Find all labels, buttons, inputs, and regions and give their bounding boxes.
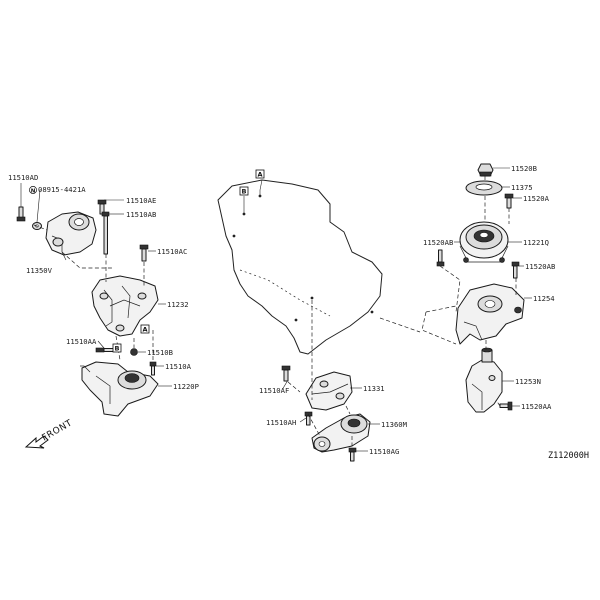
mount-11360M bbox=[311, 413, 371, 453]
nut-11520B bbox=[477, 163, 494, 177]
label-11520AB-right: 11520AB bbox=[525, 262, 555, 271]
center-engine-assembly bbox=[217, 179, 421, 462]
engine-block-outline bbox=[217, 179, 383, 355]
label-11510A: 11510A bbox=[165, 362, 192, 371]
washer-11375 bbox=[465, 180, 503, 196]
bolt-11520AB-right bbox=[511, 261, 520, 279]
label-08915-4421A: 08915-4421A bbox=[38, 185, 86, 194]
label-11510AC: 11510AC bbox=[157, 247, 187, 256]
label-11254: 11254 bbox=[533, 294, 555, 303]
n-circle-symbol: N bbox=[29, 186, 37, 195]
svg-text:A: A bbox=[257, 171, 262, 179]
bolt-11510AB bbox=[101, 211, 110, 255]
label-11510AD: 11510AD bbox=[8, 173, 38, 182]
bolt-11510AG bbox=[348, 447, 357, 462]
bolt-11520AB-left bbox=[436, 249, 445, 267]
label-11520B: 11520B bbox=[511, 164, 537, 173]
bolt-11510A bbox=[149, 361, 157, 376]
right-mount-assembly bbox=[421, 163, 532, 413]
ref-box-a-engine: A bbox=[255, 169, 265, 179]
label-11520AA: 11520AA bbox=[521, 402, 552, 411]
label-11375: 11375 bbox=[511, 183, 533, 192]
insulator-11221Q bbox=[459, 221, 509, 263]
label-11520A: 11520A bbox=[523, 194, 550, 203]
bolt-11510AD bbox=[16, 206, 26, 222]
label-11221Q: 11221Q bbox=[523, 238, 549, 247]
svg-text:B: B bbox=[115, 345, 120, 353]
diagram-code: Z112000H bbox=[548, 451, 589, 461]
bolt-11510AH bbox=[304, 411, 313, 426]
label-11350V: 11350V bbox=[26, 266, 53, 275]
label-11220P: 11220P bbox=[173, 382, 199, 391]
ref-box-a-left: A bbox=[140, 324, 150, 334]
label-11510AE: 11510AE bbox=[126, 196, 156, 205]
label-11331: 11331 bbox=[363, 384, 385, 393]
nut-11510B bbox=[130, 348, 138, 356]
front-arrow-icon bbox=[24, 435, 49, 449]
left-mount-assembly bbox=[16, 183, 172, 417]
label-11510AA: 11510AA bbox=[66, 337, 97, 346]
label-11520AB-left: 11520AB bbox=[423, 238, 453, 247]
bolt-11520AA bbox=[499, 401, 513, 411]
bolt-11510AF bbox=[281, 365, 291, 382]
bracket-11254 bbox=[455, 283, 525, 345]
label-11510AH: 11510AH bbox=[266, 418, 296, 427]
bracket-11232 bbox=[91, 275, 159, 337]
bolt-11510AA bbox=[95, 347, 117, 353]
bracket-11331 bbox=[305, 371, 353, 411]
label-11232: 11232 bbox=[167, 300, 189, 309]
svg-text:B: B bbox=[242, 188, 247, 196]
label-11510B: 11510B bbox=[147, 348, 173, 357]
label-11510AB: 11510AB bbox=[126, 210, 156, 219]
insulator-11350V bbox=[45, 211, 97, 256]
ref-box-b-engine: B bbox=[239, 186, 249, 196]
front-label: FRONT bbox=[41, 418, 75, 443]
label-11510AG: 11510AG bbox=[369, 447, 399, 456]
svg-text:A: A bbox=[142, 326, 147, 334]
ref-box-b-left: B bbox=[112, 343, 122, 353]
svg-text:N: N bbox=[31, 189, 36, 195]
label-11253N: 11253N bbox=[515, 377, 541, 386]
front-direction-indicator: FRONT bbox=[24, 418, 75, 449]
label-11360M: 11360M bbox=[381, 420, 408, 429]
mount-11220P bbox=[80, 361, 159, 417]
label-11510AF: 11510AF bbox=[259, 386, 289, 395]
bracket-11253N bbox=[465, 347, 503, 413]
bolt-11520A bbox=[504, 193, 514, 209]
bolt-11510AC bbox=[139, 244, 149, 262]
